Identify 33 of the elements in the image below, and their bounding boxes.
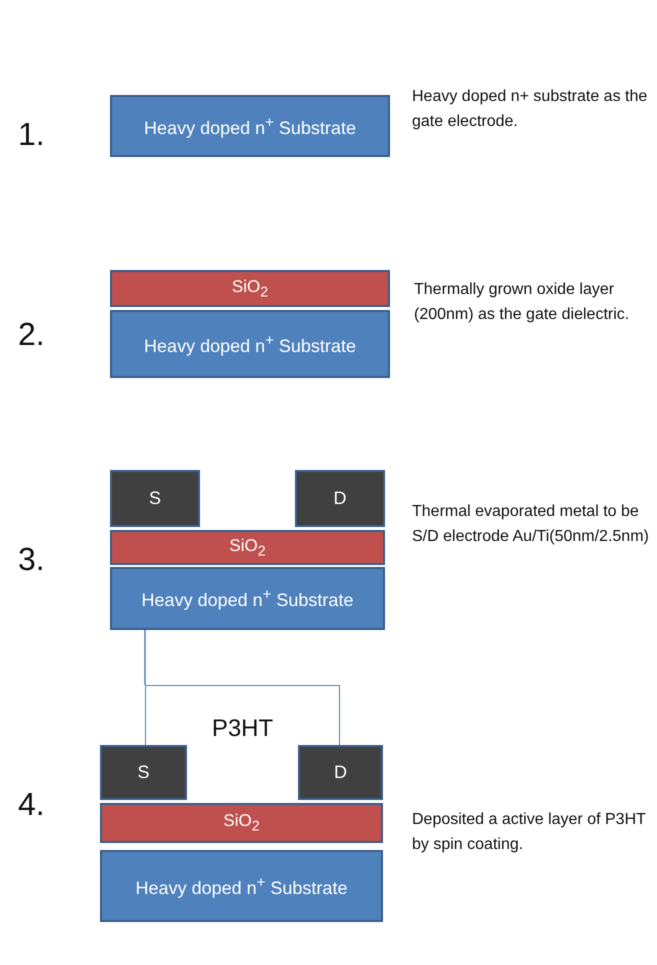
metal-electrode [295, 470, 385, 527]
oxide-layer [110, 530, 385, 565]
substrate-layer [110, 95, 390, 157]
oxide-layer [110, 270, 390, 307]
layer-label: S [148, 488, 161, 509]
layer-label: D [334, 762, 347, 783]
step-number: 2. [18, 315, 46, 354]
layer-label: S [137, 762, 150, 783]
layer-label: D [334, 488, 346, 509]
substrate-layer [110, 310, 390, 378]
substrate-layer [100, 850, 383, 922]
metal-electrode [110, 470, 200, 527]
layer-label: Heavy doped n$^{+}$ Substrate [144, 332, 356, 356]
metal-electrode [298, 745, 383, 800]
layer-label: P3HT [212, 715, 274, 743]
step-description: Deposited a active layer of P3HT by spin coating. [412, 810, 647, 855]
step-description: Thermally grown oxide layer (200nm) as the gate dielectric. [414, 280, 630, 325]
substrate-layer [110, 567, 385, 630]
step-number: 3. [18, 540, 46, 579]
step-number: 4. [18, 785, 46, 824]
layer-label: Heavy doped n$^{+}$ Substrate [142, 586, 354, 611]
metal-electrode [100, 745, 187, 800]
connector-line [144, 630, 146, 685]
layer-label: Heavy doped n$^{+}$ Substrate [136, 874, 348, 898]
step-description: Thermal evaporated metal to be S/D electrode Au/Ti(50nm/2.5nm) [412, 502, 650, 547]
layer-label: SiO$_{2}$ [232, 276, 268, 300]
layer-label: Heavy doped n$^{+}$ Substrate [144, 114, 356, 138]
step-description: Heavy doped n+ substrate as the gate electrode. [412, 87, 648, 132]
layer-label: SiO$_{2}$ [223, 811, 260, 835]
step-number: 1. [18, 115, 46, 154]
oxide-layer [100, 803, 383, 843]
active-layer [145, 685, 340, 745]
layer-label: SiO$_{2}$ [229, 536, 266, 560]
